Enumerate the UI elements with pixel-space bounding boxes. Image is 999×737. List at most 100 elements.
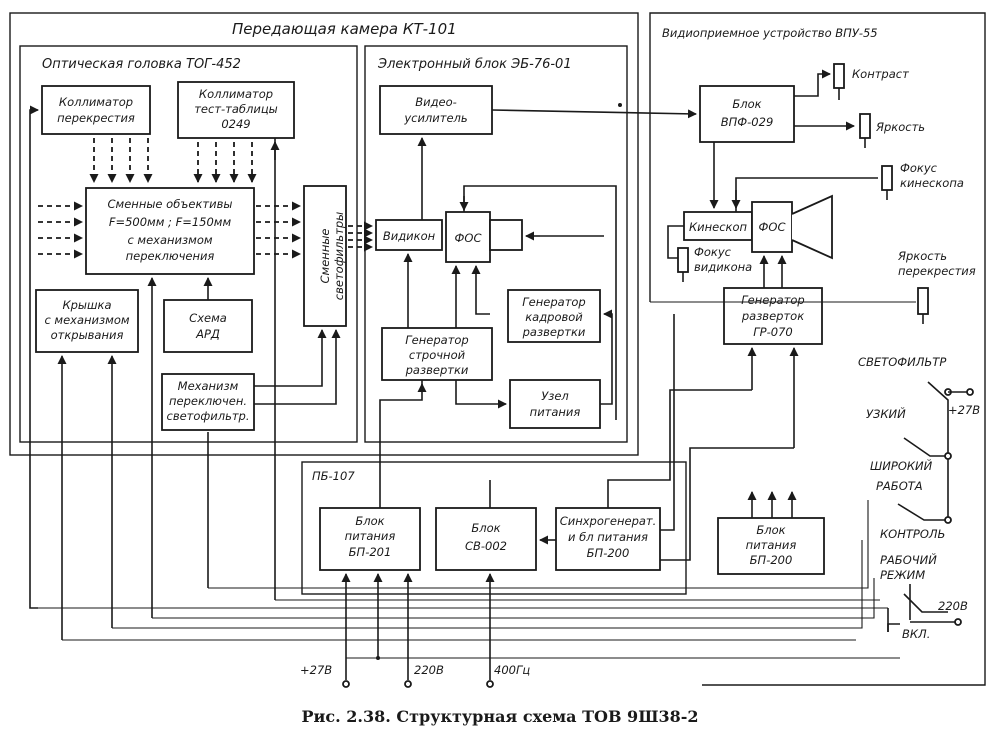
svg-text:Коллиматор: Коллиматор [59, 95, 133, 109]
power-node-block: Узел питания [509, 379, 601, 429]
svg-text:Сменные объективы: Сменные объективы [108, 197, 233, 211]
focus-kinescope-pot[interactable]: Фокус кинескопа [881, 161, 964, 200]
brightness-cross-pot[interactable]: Яркость перекрестия [897, 249, 976, 324]
svg-text:ФОС: ФОС [759, 220, 786, 234]
bp201-block: Блок питания БП-201 [319, 507, 421, 571]
svg-text:открывания: открывания [51, 328, 124, 342]
svg-text:с механизмом: с механизмом [44, 313, 129, 327]
bp200-block: Блок питания БП-200 [717, 517, 825, 575]
sv002-block: Блок СВ-002 [435, 507, 537, 571]
svg-text:светофильтры: светофильтры [332, 212, 346, 300]
svg-text:Генератор: Генератор [741, 293, 804, 307]
vpf-block: Блок ВПФ-029 [699, 85, 795, 143]
optical-head-title: Оптическая головка ТОГ-452 [42, 57, 241, 72]
filters-block: Сменные светофильтры [303, 185, 347, 327]
contrast-pot[interactable]: Контраст [833, 63, 909, 100]
svg-text:СВ-002: СВ-002 [465, 539, 507, 553]
filter-mech-block: Механизм переключен. светофильтр. [161, 373, 255, 431]
svg-text:кадровой: кадровой [525, 310, 583, 324]
svg-text:Блок: Блок [355, 514, 384, 528]
switch-panel: СВЕТОФИЛЬТР УЗКИЙ ШИРОКИЙ РАБОТА КОНТРОЛ… [858, 355, 980, 641]
svg-text:усилитель: усилитель [403, 111, 467, 125]
svg-text:Блок: Блок [756, 523, 785, 537]
switch-on-label: ВКЛ. [902, 627, 930, 641]
svg-text:Генератор: Генератор [522, 295, 585, 309]
terminal-220v [404, 680, 412, 688]
svg-text:Видео-: Видео- [415, 95, 457, 109]
contrast-label: Контраст [852, 67, 909, 81]
svg-text:видикона: видикона [694, 260, 752, 274]
pb107-frame: ПБ-107 [301, 461, 687, 595]
svg-text:ГР-070: ГР-070 [753, 325, 792, 339]
svg-text:Узел: Узел [541, 389, 569, 403]
camera-frame: Передающая камера КТ-101 [9, 12, 639, 456]
receiver-title: Видиоприемное устройство ВПУ-55 [662, 26, 878, 40]
svg-text:питания: питания [530, 405, 581, 419]
focus-vidicon-pot[interactable]: Фокус видикона [677, 245, 752, 282]
filter-switch[interactable] [927, 381, 974, 520]
brightness-label: Яркость [875, 120, 925, 134]
svg-text:Фокус: Фокус [900, 161, 938, 175]
brightness-pot[interactable]: Яркость [859, 113, 925, 148]
scan-gen-block: Генератор разверток ГР-070 [723, 287, 823, 345]
svg-text:тест-таблицы: тест-таблицы [194, 102, 278, 116]
input-400hz-label: 400Гц [494, 663, 530, 677]
svg-text:перекрестия: перекрестия [898, 264, 976, 278]
receiver-frame: Видиоприемное устройство ВПУ-55 [649, 12, 986, 686]
svg-text:и бл питания: и бл питания [568, 530, 648, 544]
kinescope-screen [791, 194, 833, 260]
lid-block: Крышка с механизмом открывания [35, 289, 139, 353]
kinescope-block: Кинескоп [683, 211, 753, 241]
fos1-block: ФОС [445, 211, 523, 263]
v27-right-label: +27В [948, 403, 980, 417]
collimator-cross-block: Коллиматор перекрестия [41, 85, 151, 135]
optical-beams [38, 138, 373, 259]
svg-text:Кинескоп: Кинескоп [689, 220, 748, 234]
work-switch[interactable] [903, 437, 952, 460]
svg-text:развертки: развертки [405, 363, 469, 377]
svg-text:БП-200: БП-200 [587, 546, 630, 560]
sync-block: Синхрогенерат. и бл питания БП-200 [555, 507, 661, 571]
switch-filter-label: СВЕТОФИЛЬТР [858, 355, 946, 369]
pb107-title: ПБ-107 [312, 469, 355, 483]
input-27v-label: +27В [300, 663, 332, 677]
svg-text:Яркость: Яркость [897, 249, 947, 263]
electronic-block-title: Электронный блок ЭБ-76-01 [377, 57, 572, 72]
svg-text:переключения: переключения [126, 249, 215, 263]
svg-text:РАБОЧИЙ: РАБОЧИЙ [880, 552, 937, 567]
input-220v-label: 220В [414, 663, 444, 677]
collimator-test-block: Коллиматор тест-таблицы 0249 [177, 81, 295, 139]
line-gen-block: Генератор строчной развертки [381, 327, 493, 381]
terminal-400hz [486, 680, 494, 688]
svg-text:Сменные: Сменные [318, 229, 332, 284]
svg-text:Блок: Блок [471, 521, 500, 535]
svg-text:Коллиматор: Коллиматор [199, 87, 273, 101]
lenses-block: Сменные объективы F=500мм ; F=150мм с ме… [85, 187, 255, 275]
svg-text:питания: питания [746, 538, 797, 552]
svg-text:ВПФ-029: ВПФ-029 [721, 115, 774, 129]
switch-work-label: РАБОТА [876, 479, 923, 493]
svg-text:Генератор: Генератор [405, 333, 468, 347]
power-switch[interactable] [887, 608, 900, 632]
svg-text:БП-200: БП-200 [750, 553, 793, 567]
svg-text:Крышка: Крышка [62, 298, 111, 312]
mode-switch[interactable] [903, 584, 962, 626]
svg-text:переключен.: переключен. [169, 394, 247, 408]
svg-text:0249: 0249 [221, 117, 250, 131]
svg-text:питания: питания [345, 529, 396, 543]
svg-text:Схема: Схема [189, 311, 227, 325]
frame-gen-block: Генератор кадровой развертки [507, 289, 601, 343]
control-switch[interactable] [897, 503, 952, 524]
svg-text:кинескопа: кинескопа [900, 176, 964, 190]
svg-text:светофильтр.: светофильтр. [167, 409, 250, 423]
ard-block: Схема АРД [163, 299, 253, 353]
figure-caption: Рис. 2.38. Структурная схема ТОВ 9Ш38-2 [301, 707, 698, 726]
svg-text:с механизмом: с механизмом [127, 233, 212, 247]
svg-text:строчной: строчной [409, 348, 466, 362]
svg-text:разверток: разверток [741, 309, 804, 323]
svg-text:Блок: Блок [732, 97, 761, 111]
video-amp-block: Видео- усилитель [379, 85, 493, 135]
optical-head-frame: Оптическая головка ТОГ-452 [19, 45, 358, 443]
svg-text:ФОС: ФОС [455, 231, 482, 245]
